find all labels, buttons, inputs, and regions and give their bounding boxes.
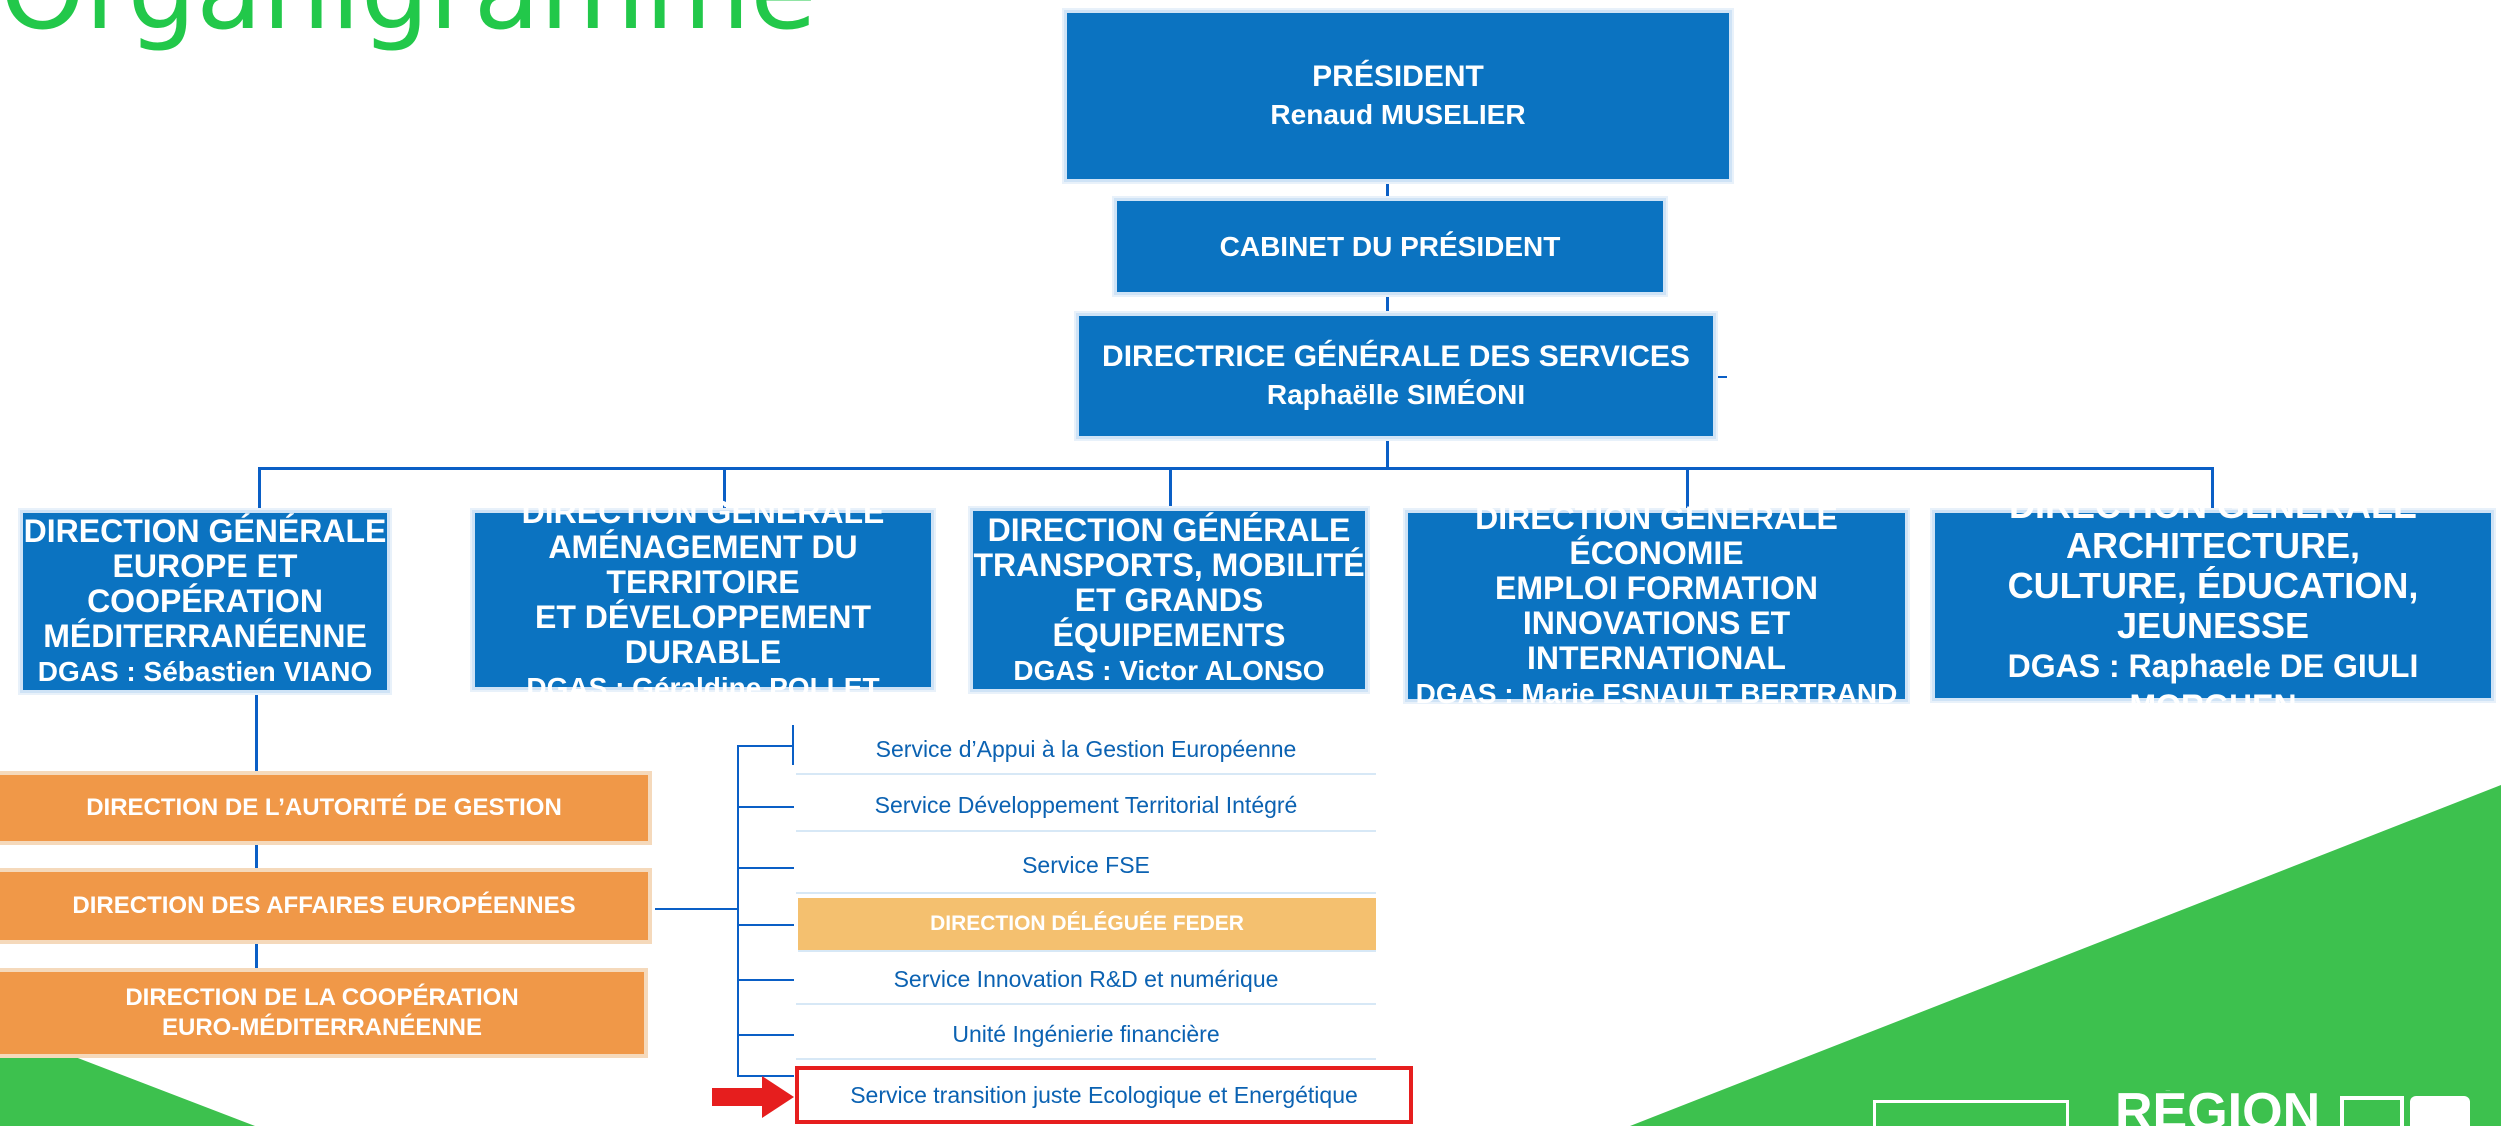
region-logo: RÉGION xyxy=(1870,1090,2480,1126)
dg-transports-box: DIRECTION GÉNÉRALE TRANSPORTS, MOBILITÉ … xyxy=(970,508,1368,692)
direction-line: EURO-MÉDITERRANÉENNE xyxy=(161,1014,482,1041)
dg-line: AMÉNAGEMENT DU TERRITOIRE xyxy=(548,529,858,600)
dg-line: TRANSPORTS, MOBILITÉ xyxy=(973,546,1365,583)
dgas-name: DGAS : Marie ESNAULT BERTRAND xyxy=(1415,678,1898,709)
service-item: Service Développement Territorial Intégr… xyxy=(796,780,1376,832)
dg-architecture-box: DIRECTION GÉNÉRALE ARCHITECTURE, CULTURE… xyxy=(1932,485,2494,724)
direction-cooperation: DIRECTION DE LA COOPÉRATION EURO-MÉDITER… xyxy=(0,968,648,1058)
direction-line: DIRECTION DE L’AUTORITÉ DE GESTION xyxy=(86,794,562,821)
direction-line: DIRECTION DE LA COOPÉRATION xyxy=(125,984,519,1011)
leaf-icon xyxy=(2410,1096,2470,1126)
president-title: PRÉSIDENT xyxy=(1312,60,1484,93)
logo-mark-icon xyxy=(2340,1096,2404,1126)
dg-line: MÉDITERRANÉENNE xyxy=(43,618,367,654)
eu-flag-icon xyxy=(1873,1100,2069,1126)
dg-line: DIRECTION GÉNÉRALE ÉCONOMIE xyxy=(1475,500,1838,571)
dg-amenagement-box: DIRECTION GÉNÉRALE AMÉNAGEMENT DU TERRIT… xyxy=(472,495,934,703)
service-item: Service Innovation R&D et numérique xyxy=(796,955,1376,1005)
dg-line: ET DÉVELOPPEMENT DURABLE xyxy=(534,599,872,670)
dgas-name: DGAS : Raphaele DE GIULI MORGHEN xyxy=(2007,647,2419,724)
dgs-name: Raphaëlle SIMÉONI xyxy=(1266,379,1526,410)
service-item: Unité Ingénierie financière xyxy=(796,1010,1376,1060)
dgas-name: DGAS : Géraldine POLLET xyxy=(526,672,880,703)
cabinet-box: CABINET DU PRÉSIDENT xyxy=(1114,198,1666,295)
dg-economie-box: DIRECTION GÉNÉRALE ÉCONOMIE EMPLOI FORMA… xyxy=(1405,501,1908,709)
dg-line: DIRECTION GÉNÉRALE ARCHITECTURE, xyxy=(2008,484,2418,566)
red-arrow-icon xyxy=(712,1076,794,1118)
dg-line: DIRECTION GÉNÉRALE xyxy=(987,511,1351,548)
dg-line: ET GRANDS ÉQUIPEMENTS xyxy=(1052,581,1286,653)
dg-line: DIRECTION GÉNÉRALE xyxy=(23,513,387,549)
direction-deleguee-feder: DIRECTION DÉLÉGUÉE FEDER xyxy=(798,898,1376,952)
president-name: Renaud MUSELIER xyxy=(1270,99,1526,130)
dg-line: INNOVATIONS ET INTERNATIONAL xyxy=(1522,605,1791,676)
logo-text: RÉGION xyxy=(2115,1090,2321,1126)
service-item: Service FSE xyxy=(796,838,1376,894)
service-transition-highlighted: Service transition juste Ecologique et E… xyxy=(795,1066,1413,1124)
dg-line: DIRECTION GÉNÉRALE xyxy=(521,494,885,530)
direction-line: DIRECTION DES AFFAIRES EUROPÉENNES xyxy=(72,892,576,919)
direction-affaires-europeennes: DIRECTION DES AFFAIRES EUROPÉENNES xyxy=(0,868,652,944)
dgs-title: DIRECTRICE GÉNÉRALE DES SERVICES xyxy=(1102,340,1690,373)
dgs-box: DIRECTRICE GÉNÉRALE DES SERVICES Raphaël… xyxy=(1076,313,1716,439)
slide-title: Organigramme xyxy=(0,0,817,46)
president-box: PRÉSIDENT Renaud MUSELIER xyxy=(1064,10,1732,182)
cabinet-title: CABINET DU PRÉSIDENT xyxy=(1219,230,1561,262)
dg-line: EMPLOI FORMATION xyxy=(1495,570,1818,606)
direction-autorite-gestion: DIRECTION DE L’AUTORITÉ DE GESTION xyxy=(0,771,652,845)
dg-europe-box: DIRECTION GÉNÉRALE EUROPE ET COOPÉRATION… xyxy=(20,510,390,693)
service-item: Service d’Appui à la Gestion Européenne xyxy=(796,725,1376,775)
dg-line: CULTURE, ÉDUCATION, JEUNESSE xyxy=(2007,564,2419,646)
dg-line: EUROPE ET COOPÉRATION xyxy=(87,548,323,619)
dgas-name: DGAS : Victor ALONSO xyxy=(1013,654,1325,686)
dgas-name: DGAS : Sébastien VIANO xyxy=(37,656,373,687)
